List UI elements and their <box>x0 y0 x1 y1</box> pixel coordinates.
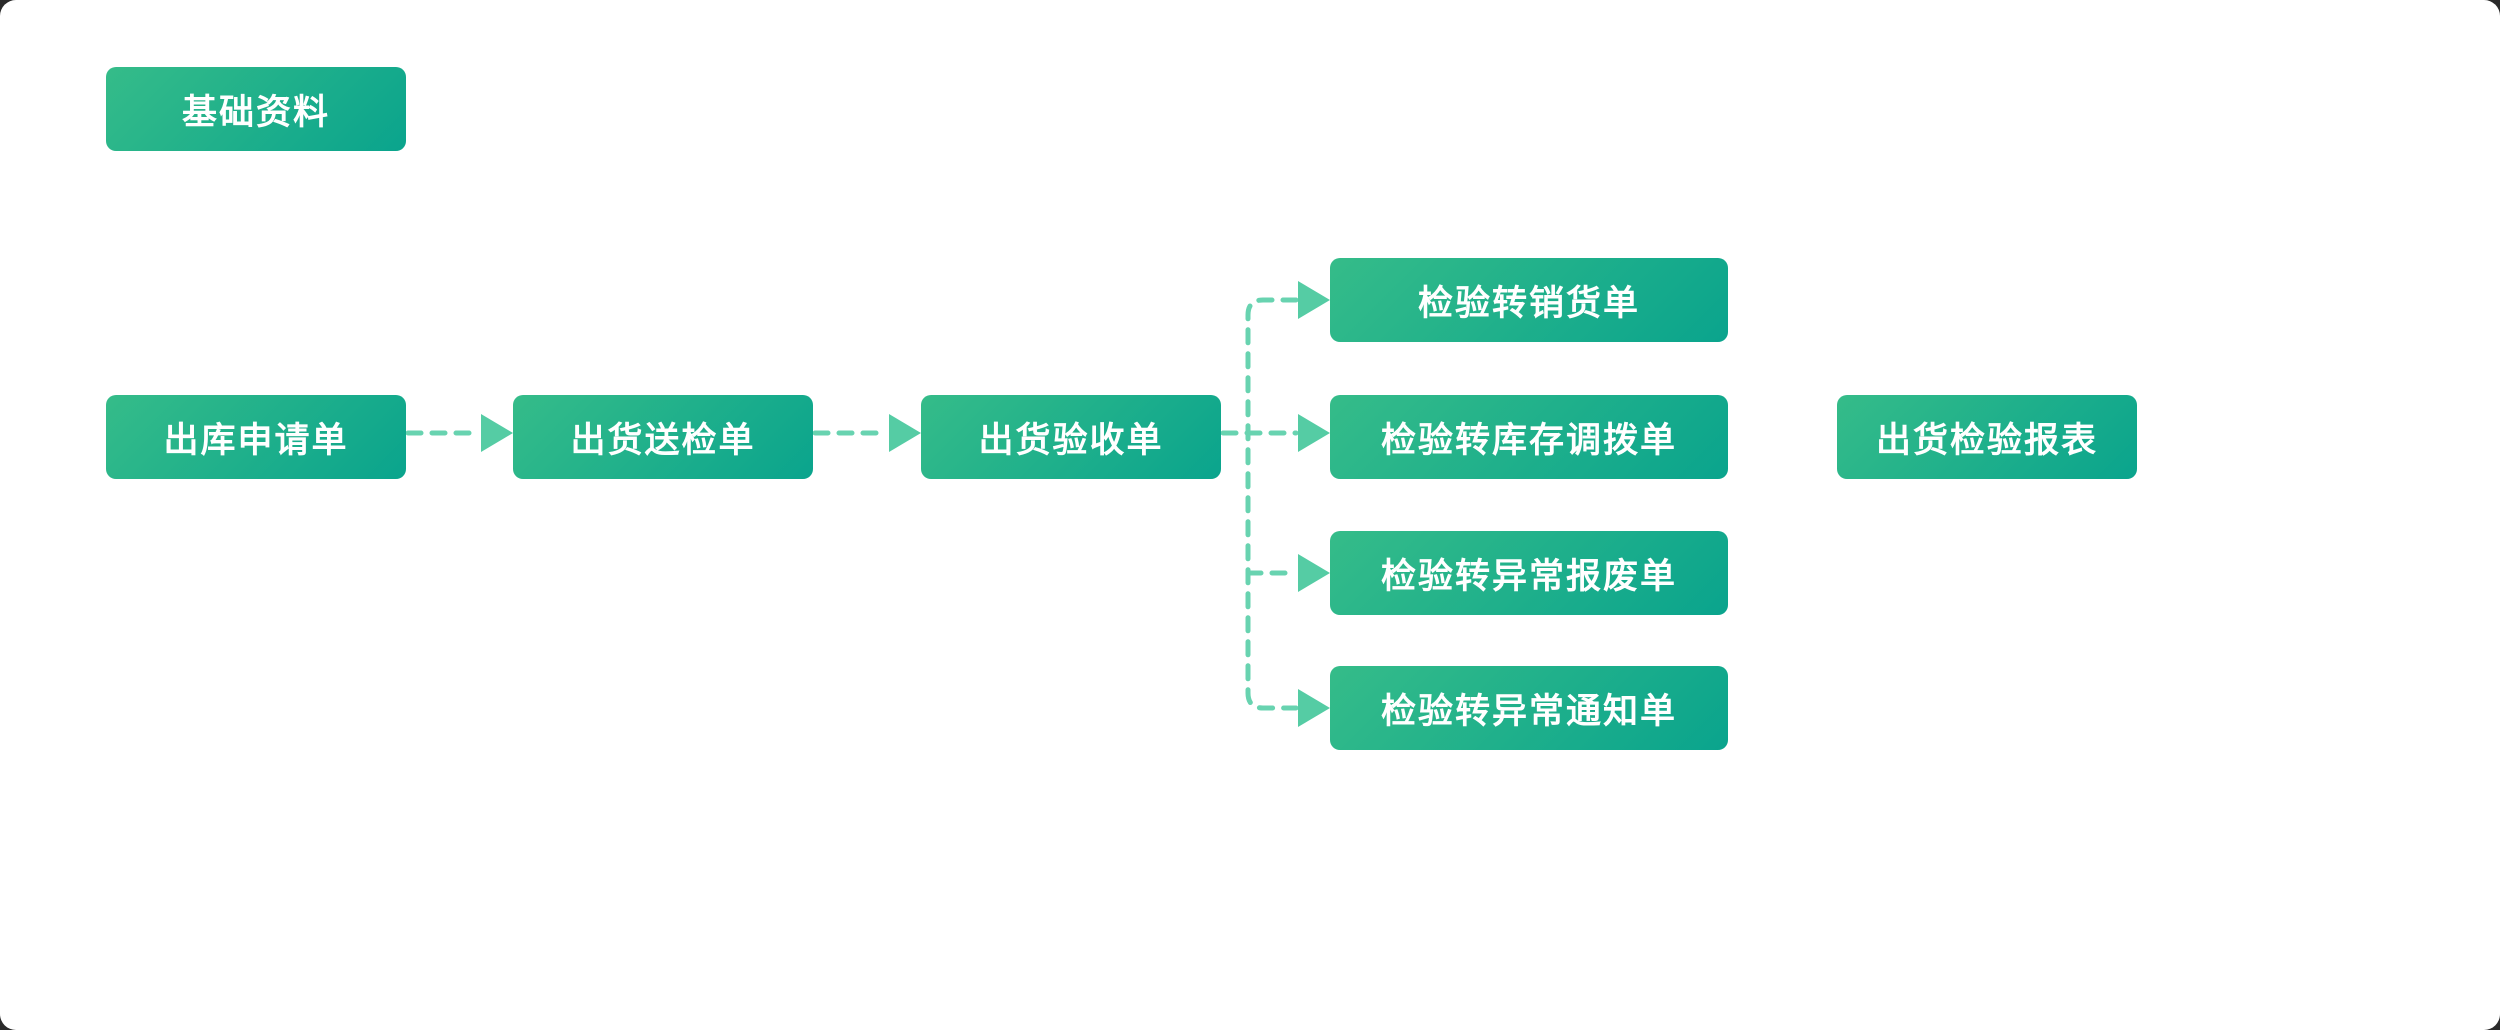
node-inspect-to-sales[interactable]: 检验转销货单 <box>1330 258 1728 342</box>
node-basic-data[interactable]: 基础资料 <box>106 67 406 151</box>
node-label: 出货检验报表 <box>1875 420 2098 460</box>
node-label: 检验转异常报废单 <box>1380 556 1677 596</box>
node-inspect-to-transfer[interactable]: 检验转库存调拨单 <box>1330 395 1728 479</box>
node-outbound-request[interactable]: 出库申请单 <box>106 395 406 479</box>
node-label: 检验转销货单 <box>1417 283 1640 323</box>
node-label: 出库申请单 <box>163 420 349 460</box>
node-shipment-submit[interactable]: 出货送检单 <box>513 395 813 479</box>
node-label: 检验转异常通知单 <box>1380 691 1677 731</box>
node-label: 基础资料 <box>181 92 330 132</box>
node-label: 检验转库存调拨单 <box>1380 420 1677 460</box>
node-label: 出货验收单 <box>978 420 1164 460</box>
arrowhead-icon <box>481 414 513 452</box>
arrowhead-icon <box>889 414 921 452</box>
arrowhead-icon <box>1298 554 1330 592</box>
arrowhead-icon <box>1298 689 1330 727</box>
node-label: 出货送检单 <box>570 420 756 460</box>
arrowhead-icon <box>1298 281 1330 319</box>
node-inspection-report[interactable]: 出货检验报表 <box>1837 395 2137 479</box>
connector-branch-trunk <box>1245 297 1299 711</box>
node-shipment-acceptance[interactable]: 出货验收单 <box>921 395 1221 479</box>
node-inspect-to-notice[interactable]: 检验转异常通知单 <box>1330 666 1728 750</box>
arrowhead-icon <box>1298 414 1330 452</box>
node-inspect-to-scrap[interactable]: 检验转异常报废单 <box>1330 531 1728 615</box>
